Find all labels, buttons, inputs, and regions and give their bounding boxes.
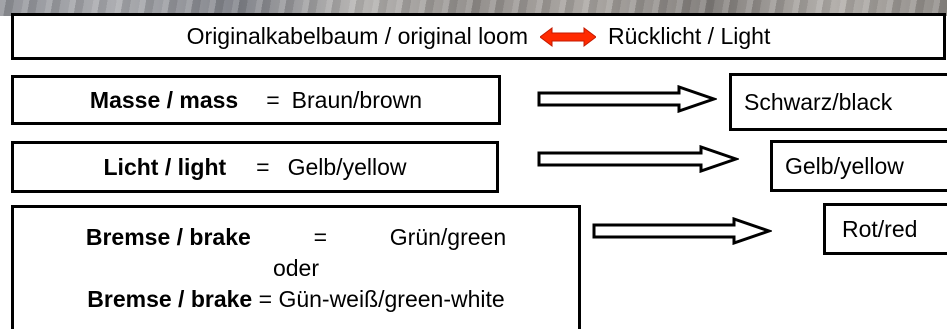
header-right-label: Rücklicht / Light	[607, 23, 771, 49]
arrow-right-icon	[537, 85, 717, 113]
brake-or-label: oder	[272, 255, 320, 281]
brake-target-color: Rot/red	[842, 215, 918, 242]
mass-target-color: Schwarz/black	[744, 88, 893, 115]
brake-equals-alt: =	[258, 286, 273, 312]
light-target-box: Gelb/yellow	[770, 140, 947, 192]
brake-label: Bremse / brake	[85, 224, 251, 250]
brake-target-box: Rot/red	[823, 203, 947, 255]
header-left-label: Originalkabelbaum / original loom	[186, 23, 528, 49]
brake-equals: =	[313, 224, 327, 250]
brake-line-1: Bremse / brake = Grün/green	[86, 222, 506, 253]
brake-wire-box: Bremse / brake = Grün/green oder Bremse …	[11, 205, 581, 329]
light-original-color: Gelb/yellow	[287, 153, 407, 180]
background-photo-strip	[0, 0, 947, 16]
mass-wire-box: Masse / mass = Braun/brown	[11, 75, 501, 125]
header-box: Originalkabelbaum / original loom Rückli…	[11, 13, 946, 60]
brake-original-color-alt: Gün-weiß/green-white	[278, 286, 505, 312]
brake-original-color: Grün/green	[389, 224, 507, 250]
brake-label-alt: Bremse / brake	[87, 286, 253, 312]
mass-target-box: Schwarz/black	[729, 73, 947, 131]
mass-original-color: Braun/brown	[291, 86, 423, 113]
light-wire-box: Licht / light = Gelb/yellow	[11, 141, 499, 193]
mass-equals: =	[266, 86, 280, 113]
arrow-right-icon	[592, 217, 772, 245]
arrow-right-icon	[537, 145, 739, 173]
mass-label: Masse / mass	[89, 86, 239, 113]
double-arrow-icon	[539, 26, 596, 47]
brake-line-2: Bremse / brake = Gün-weiß/green-white	[87, 284, 504, 315]
light-target-color: Gelb/yellow	[785, 152, 904, 179]
light-equals: =	[256, 153, 270, 180]
light-label: Licht / light	[103, 153, 227, 180]
